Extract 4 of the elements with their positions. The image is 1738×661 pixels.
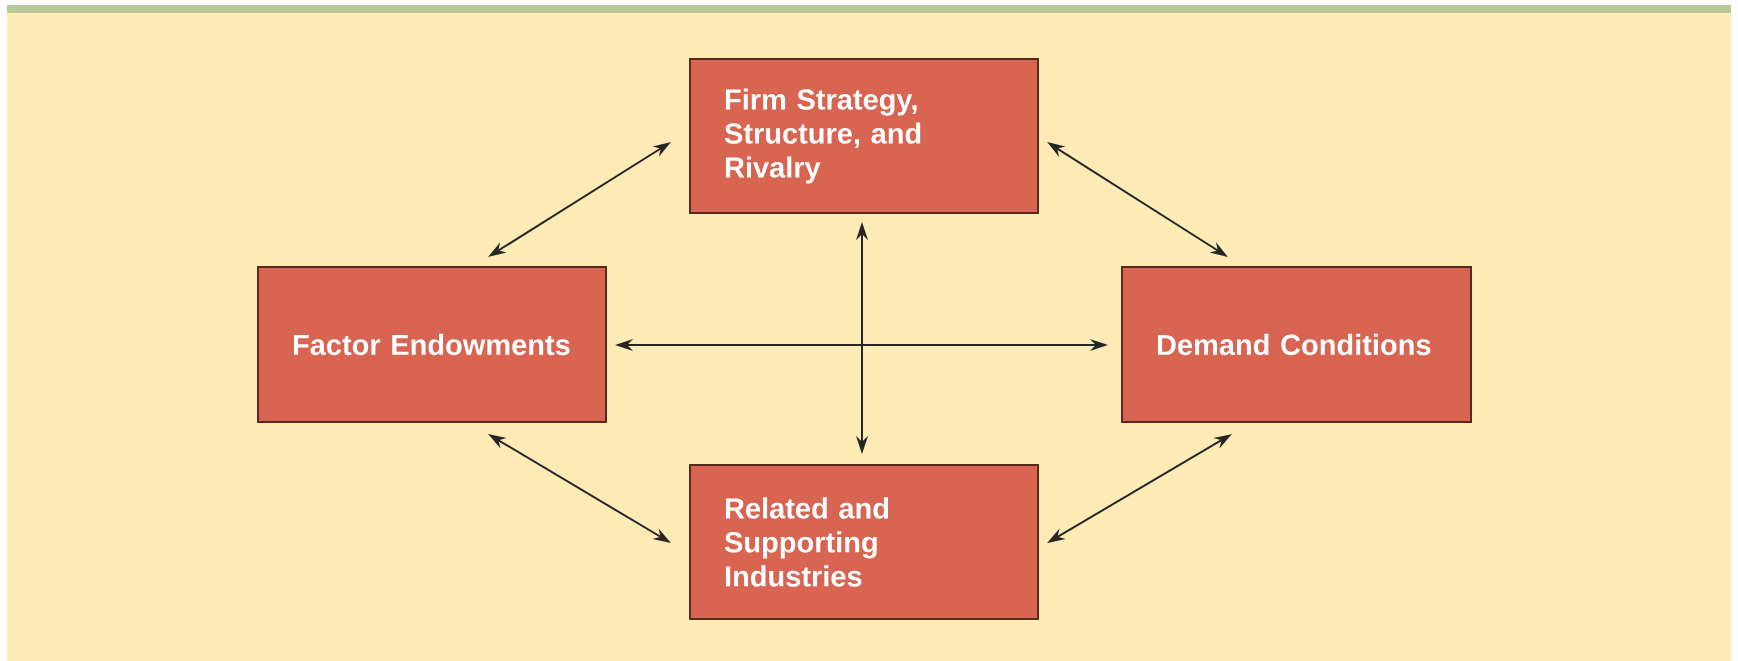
factor-box: Firm Strategy, Structure, and Rivalry [689,58,1039,214]
factor-box: Factor Endowments [257,266,607,423]
factor-box: Demand Conditions [1121,266,1472,423]
factor-box: Related and Supporting Industries [689,464,1039,620]
